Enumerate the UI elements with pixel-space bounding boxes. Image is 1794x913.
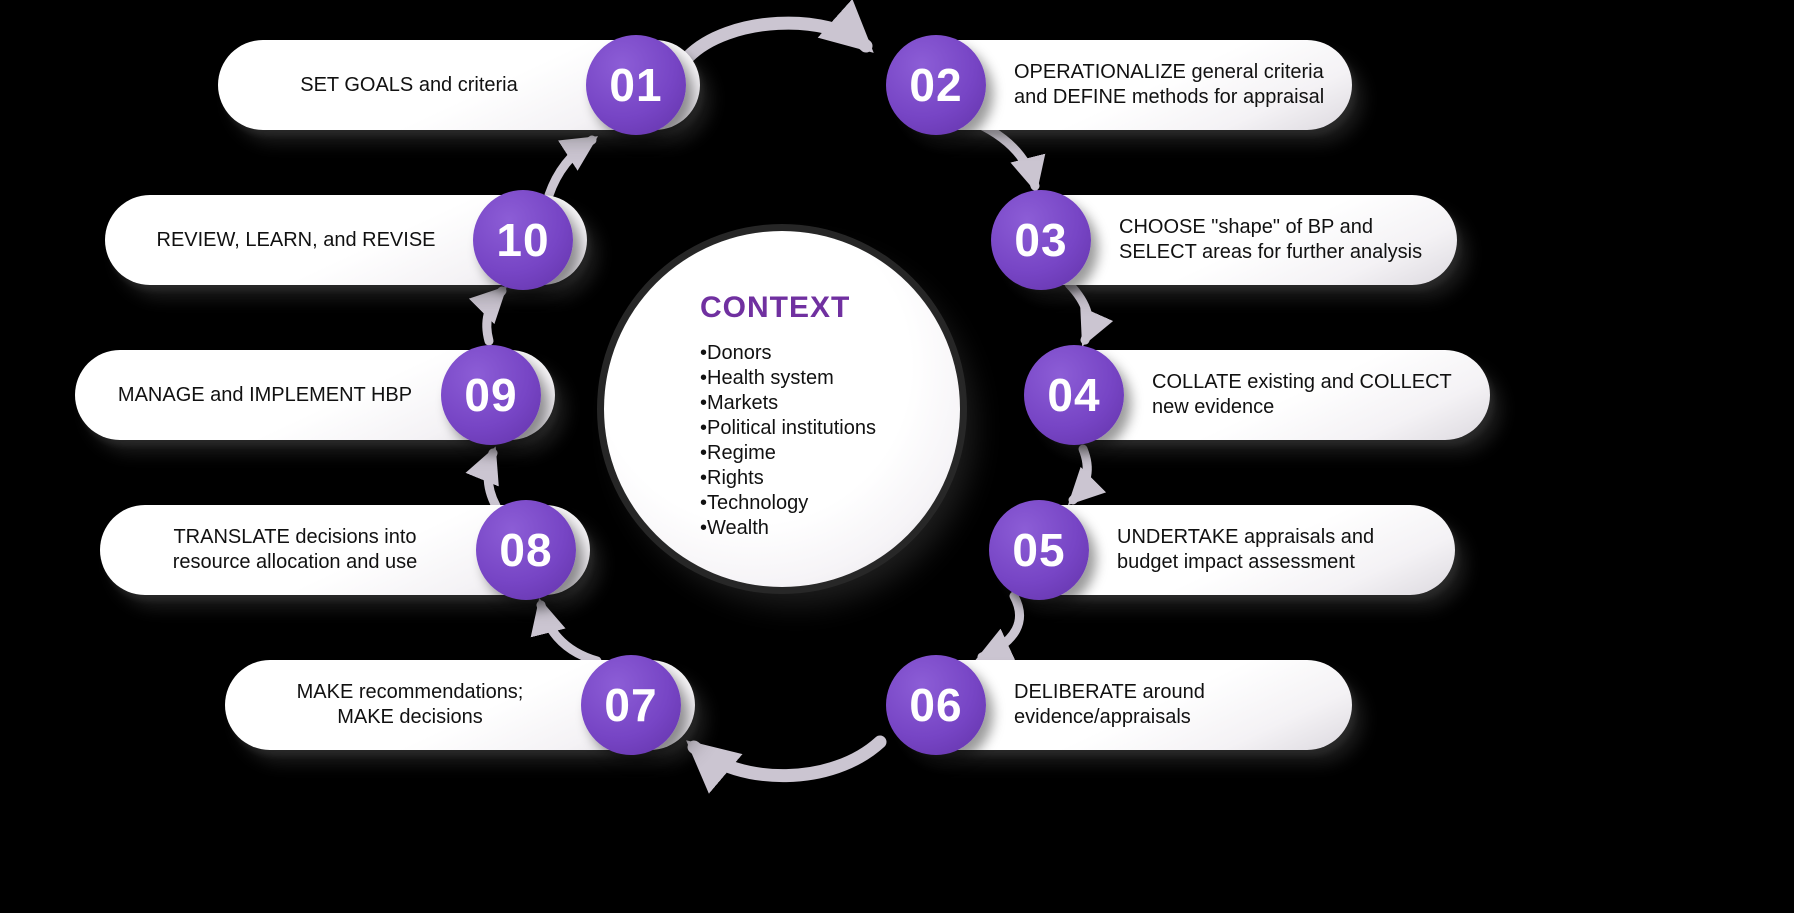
- step-10-number-badge: 10: [473, 190, 573, 290]
- step-06-number: 06: [909, 679, 963, 731]
- context-item-health-system: Health system: [700, 366, 924, 391]
- step-03-label: CHOOSE "shape" of BP and SELECT areas fo…: [1119, 216, 1423, 263]
- step-05-number: 05: [1012, 524, 1066, 576]
- arrow-08-09: [465, 446, 501, 511]
- step-04-number-badge: 04: [1024, 345, 1124, 445]
- context-item-donors: Donors: [700, 341, 924, 366]
- arrow-04-05: [1067, 444, 1107, 506]
- step-10-label: REVIEW, LEARN, and REVISE: [156, 228, 436, 251]
- context-content: CONTEXT Donors Health system Markets Pol…: [604, 231, 960, 541]
- step-05: UNDERTAKE appraisals and budget impact a…: [989, 500, 1455, 600]
- step-03-number: 03: [1014, 214, 1068, 266]
- step-06-number-badge: 06: [886, 655, 986, 755]
- step-09-number-badge: 09: [441, 345, 541, 445]
- step-02-label: OPERATIONALIZE general criteria and DEFI…: [1014, 61, 1325, 108]
- step-02-number: 02: [909, 59, 963, 111]
- step-05-number-badge: 05: [989, 500, 1089, 600]
- step-10-number: 10: [496, 214, 550, 266]
- context-item-regime: Regime: [700, 441, 924, 466]
- step-04-number: 04: [1047, 369, 1101, 421]
- context-item-technology: Technology: [700, 491, 924, 516]
- arrow-10-01: [544, 135, 599, 200]
- context-item-wealth: Wealth: [700, 516, 924, 541]
- step-06: DELIBERATE around evidence/appraisals 06: [886, 655, 1352, 755]
- arrow-09-10: [468, 285, 508, 346]
- step-04-label: COLLATE existing and COLLECT new evidenc…: [1152, 371, 1452, 418]
- arrow-05-06: [975, 591, 1025, 662]
- step-10: REVIEW, LEARN, and REVISE 10: [105, 190, 587, 290]
- step-09-number: 09: [464, 369, 518, 421]
- context-circle: CONTEXT Donors Health system Markets Pol…: [604, 231, 960, 587]
- step-02-number-badge: 02: [886, 35, 986, 135]
- step-07: MAKE recommendations; MAKE decisions 07: [225, 655, 695, 755]
- arrow-01-02: [681, 0, 874, 64]
- arrow-06-07: [686, 735, 887, 794]
- step-08-number: 08: [499, 524, 553, 576]
- step-04: COLLATE existing and COLLECT new evidenc…: [1024, 345, 1490, 445]
- arrow-02-03: [967, 116, 1046, 193]
- context-item-political-institutions: Political institutions: [700, 416, 924, 441]
- step-09-label: MANAGE and IMPLEMENT HBP: [117, 383, 413, 406]
- step-08: TRANSLATE decisions into resource alloca…: [100, 500, 590, 600]
- step-05-label: UNDERTAKE appraisals and budget impact a…: [1117, 526, 1375, 573]
- arrow-07-08: [530, 598, 602, 666]
- step-01: SET GOALS and criteria 01: [218, 35, 700, 135]
- step-01-label: SET GOALS and criteria: [300, 73, 518, 96]
- step-09: MANAGE and IMPLEMENT HBP 09: [75, 345, 555, 445]
- context-list: Donors Health system Markets Political i…: [700, 341, 924, 541]
- context-item-rights: Rights: [700, 466, 924, 491]
- step-07-number-badge: 07: [581, 655, 681, 755]
- step-01-number: 01: [609, 59, 663, 111]
- step-07-number: 07: [604, 679, 658, 731]
- step-08-number-badge: 08: [476, 500, 576, 600]
- step-01-number-badge: 01: [586, 35, 686, 135]
- step-03: CHOOSE "shape" of BP and SELECT areas fo…: [991, 190, 1457, 290]
- step-03-number-badge: 03: [991, 190, 1091, 290]
- step-08-label: TRANSLATE decisions into resource alloca…: [172, 526, 418, 573]
- step-07-label: MAKE recommendations; MAKE decisions: [296, 681, 524, 728]
- arrow-03-04: [1064, 279, 1114, 347]
- step-06-label: DELIBERATE around evidence/appraisals: [1014, 681, 1205, 728]
- step-02: OPERATIONALIZE general criteria and DEFI…: [886, 35, 1352, 135]
- context-title: CONTEXT: [700, 291, 851, 324]
- context-item-markets: Markets: [700, 391, 924, 416]
